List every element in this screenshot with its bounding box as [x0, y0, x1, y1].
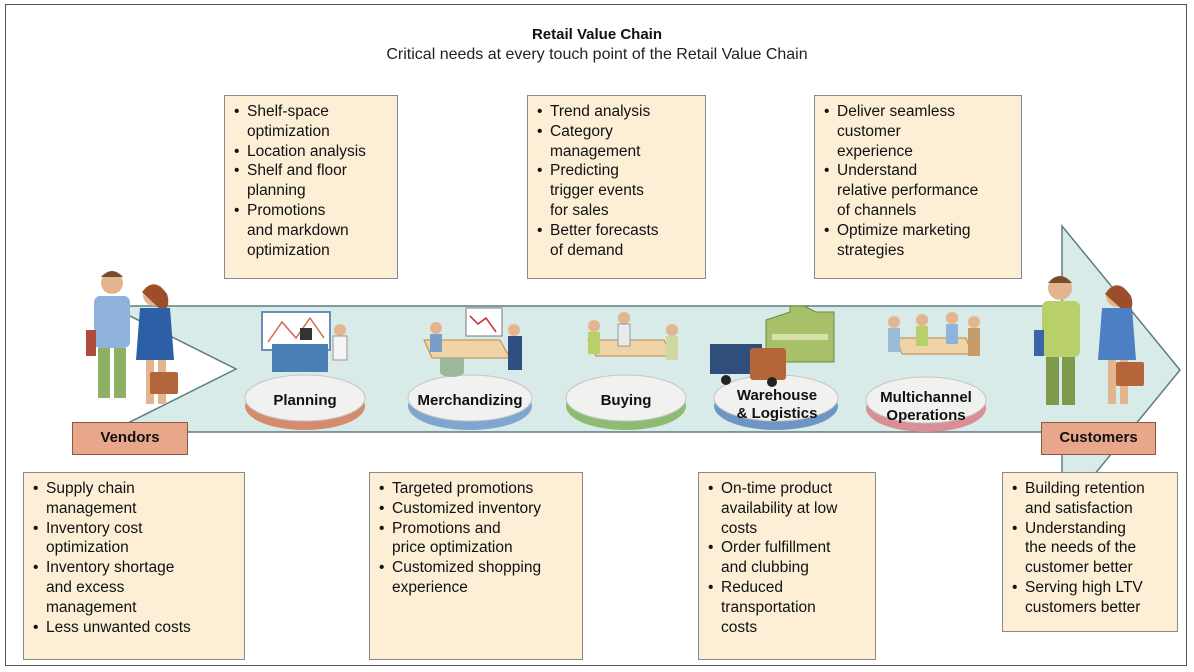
merchandizing-need-2: Customized inventory	[378, 499, 578, 519]
diagram-title: Retail Value Chain	[531, 26, 663, 43]
planning-need-2: Location analysis	[233, 142, 393, 162]
merchandizing-need-1: Targeted promotions	[378, 479, 578, 499]
stage-label-logistics-line1: Warehouse	[737, 387, 817, 404]
stage-label-planning: Planning	[273, 392, 336, 409]
stage-label-logistics-line2: & Logistics	[737, 405, 818, 422]
diagram-subtitle: Critical needs at every touch point of t…	[386, 46, 808, 63]
stage-label-buying: Buying	[601, 392, 652, 409]
stage-merchandizing	[407, 307, 533, 430]
stage-label-multichannel-line2: Operations	[886, 407, 965, 424]
stage-multichannel	[865, 312, 987, 432]
stage-buying	[565, 312, 687, 430]
stage-planning	[244, 311, 366, 430]
customers-people-illustration	[1034, 276, 1144, 405]
merchandizing-needs-box: Targeted promotions Customized inventory…	[369, 472, 583, 660]
vendors-label: Vendors	[72, 422, 188, 455]
vendors-people-illustration	[86, 271, 178, 404]
customers-label: Customers	[1041, 422, 1156, 455]
stage-label-multichannel-line1: Multichannel	[880, 389, 972, 406]
vendors-need-4: Less unwanted costs	[32, 618, 240, 638]
stage-logistics	[710, 305, 839, 430]
stage-label-merchandizing: Merchandizing	[417, 392, 522, 409]
buying-need-1: Trend analysis	[536, 102, 701, 122]
